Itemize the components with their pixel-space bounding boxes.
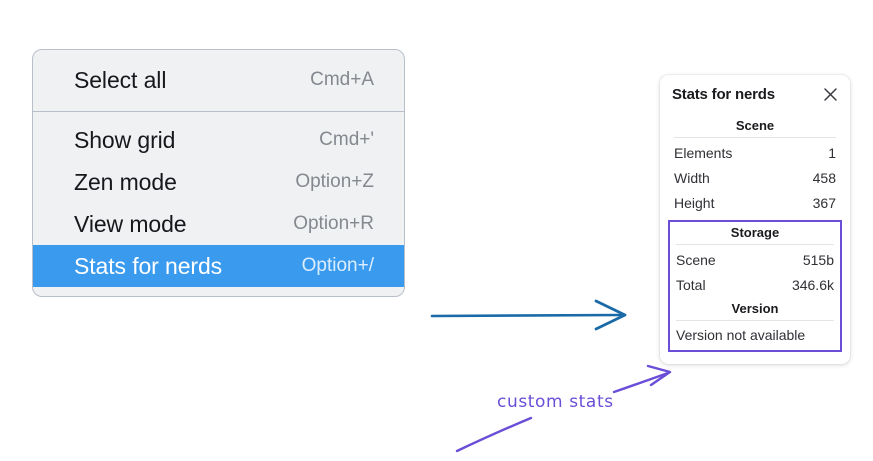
- menu-item-zen-mode[interactable]: Zen mode Option+Z: [33, 161, 404, 203]
- stat-value: 458: [812, 170, 836, 186]
- menu-separator: [33, 111, 404, 112]
- version-note: Version not available: [676, 327, 806, 343]
- context-menu[interactable]: Select all Cmd+A Show grid Cmd+' Zen mod…: [32, 49, 405, 297]
- stat-key: Scene: [676, 252, 716, 268]
- menu-item-stats-for-nerds[interactable]: Stats for nerds Option+/: [33, 245, 404, 287]
- stat-row: Elements 1: [672, 141, 838, 166]
- menu-group-bottom: Show grid Cmd+' Zen mode Option+Z View m…: [33, 112, 404, 296]
- menu-item-label: Stats for nerds: [74, 252, 223, 279]
- menu-item-select-all[interactable]: Select all Cmd+A: [33, 59, 404, 101]
- stat-row: Scene 515b: [674, 248, 836, 273]
- menu-item-shortcut: Cmd+': [319, 129, 374, 150]
- stat-value: 1: [828, 145, 836, 161]
- section-heading-storage: Storage: [730, 225, 780, 240]
- menu-item-label: Zen mode: [74, 168, 177, 195]
- stats-for-nerds-panel: Stats for nerds Scene Elements 1 Width 4…: [660, 75, 850, 364]
- menu-group-top: Select all Cmd+A: [33, 50, 404, 111]
- stat-row: Height 367: [672, 191, 838, 216]
- stat-key: Height: [674, 195, 715, 211]
- purple-tail-stroke: [455, 416, 533, 453]
- purple-arrow: [612, 364, 672, 394]
- stat-key: Elements: [674, 145, 733, 161]
- stat-key: Width: [674, 170, 710, 186]
- section-divider: [676, 320, 834, 321]
- stat-row: Total 346.6k: [674, 273, 836, 298]
- menu-item-label: Select all: [74, 66, 167, 93]
- section-heading-version: Version: [731, 301, 779, 316]
- menu-item-view-mode[interactable]: View mode Option+R: [33, 203, 404, 245]
- stats-panel-title: Stats for nerds: [672, 86, 775, 103]
- section-heading-scene: Scene: [735, 118, 775, 133]
- menu-item-label: Show grid: [74, 126, 176, 153]
- menu-item-shortcut: Option+/: [301, 255, 374, 276]
- stat-value: 515b: [802, 252, 834, 268]
- custom-stats-block: Storage Scene 515b Total 346.6k Version …: [668, 220, 842, 352]
- section-divider: [676, 244, 834, 245]
- menu-item-show-grid[interactable]: Show grid Cmd+': [33, 119, 404, 161]
- stat-value: 367: [812, 195, 836, 211]
- menu-item-shortcut: Option+R: [293, 213, 374, 234]
- menu-item-label: View mode: [74, 210, 187, 237]
- handwritten-annotation-label: custom stats: [497, 392, 614, 412]
- menu-item-shortcut: Cmd+A: [310, 69, 374, 90]
- stat-key: Total: [676, 277, 706, 293]
- blue-arrow: [430, 299, 627, 331]
- stat-row: Width 458: [672, 166, 838, 191]
- section-divider: [674, 137, 836, 138]
- stat-value: 346.6k: [791, 277, 834, 293]
- menu-item-shortcut: Option+Z: [295, 171, 374, 192]
- stats-panel-header: Stats for nerds: [672, 86, 838, 103]
- close-icon[interactable]: [823, 87, 838, 102]
